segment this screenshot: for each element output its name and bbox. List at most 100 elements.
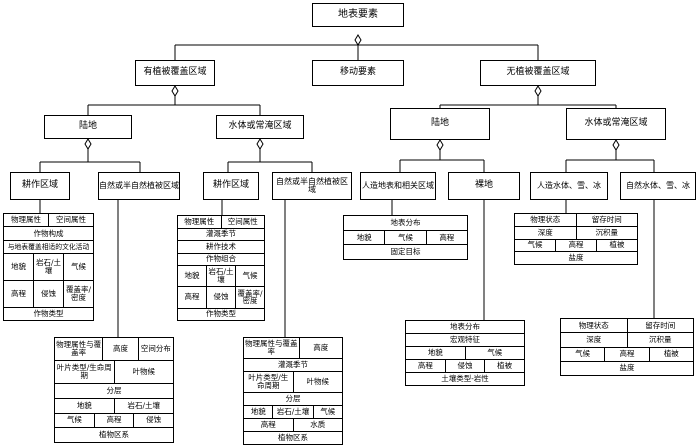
cell: 盐度 [619,363,635,373]
noveg-water-node: 水体或常淹区域 [566,108,666,140]
cell: 作物构成 [33,228,64,238]
cell: 物理属性 [11,215,41,225]
cell: 沉积量 [626,333,694,347]
mobile-elements-node: 移动要素 [312,60,404,86]
cell: 高度 [298,338,342,359]
water-crop-node: 耕作区域 [203,172,259,200]
cell: 物理属性与覆盖率 [56,340,102,357]
cell: 岩石/土壤 [208,267,234,285]
cell: 作物类型 [33,308,64,318]
cell: 岩石/土壤 [35,258,62,276]
veg-water-node: 水体或常淹区域 [216,115,304,139]
cell: 固定目标 [390,247,421,257]
root-node: 地表要素 [312,3,404,27]
cell: 高度 [102,338,137,360]
cell: 深度 [537,227,553,237]
cell: 盐度 [568,253,584,263]
cell: 高程 [555,239,596,252]
cell: 作物类型 [206,309,236,319]
cell: 侵蚀 [207,286,235,307]
cell: 留存时间 [575,214,638,226]
artificial-surface-node: 人造地表和相关区域 [360,172,436,200]
cell: 叶片类型/生命周期 [56,363,112,380]
artificial-water-node: 人造水体、雪、冰 [530,172,608,200]
cell: 宏观特征 [450,335,480,345]
cell: 气候 [312,406,342,419]
cell: 地貌 [356,232,372,242]
cell: 物理状态 [530,214,561,224]
cell: 灌溉季节 [206,229,236,239]
cell: 物理属性与覆盖率 [245,339,298,357]
land-crop-node: 耕作区域 [10,172,70,200]
cell: 高程 [417,361,433,371]
cell: 分层 [285,394,301,404]
artificial-water-attributes-table: 物理状态 留存时间 深度 沉积量 气候 高程植被 盐度 [514,213,638,265]
cell: 耕作技术 [206,241,236,251]
noveg-land-node: 陆地 [390,108,490,140]
cell: 物理属性 [184,216,215,226]
water-natural-node: 自然或半自然植被区域 [272,172,352,200]
cell: 侵蚀 [133,413,173,428]
cell: 与地表覆盖相适的文化活动 [7,242,90,251]
cell: 高程 [604,347,648,361]
cell: 地表分布 [450,322,480,332]
cell: 岩石/土壤 [113,398,174,413]
cell: 高程 [178,286,206,307]
cell: 覆盖率/密度 [64,279,93,307]
cell: 覆盖率/密度 [236,286,264,307]
cell: 气候 [575,349,591,359]
cell: 植被 [484,360,524,372]
bare-land-attributes-table: 地表分布 宏观特征 地貌 气候 高程 侵蚀植被 土壤类型-岩性 [405,320,525,386]
cell: 植被 [596,239,637,252]
cell: 岩石/土壤 [272,406,312,419]
cell: 土壤类型-岩性 [441,374,489,384]
cell: 气候 [527,240,543,250]
cell: 气候 [71,262,86,272]
cell: 空间属性 [220,216,265,228]
land-crop-attributes-table: 物理属性空间属性 作物构成 与地表覆盖相适的文化活动 地貌 高程 岩石/土壤 侵… [3,213,94,321]
cell: 高程 [260,420,276,430]
veg-land-node: 陆地 [44,115,132,139]
artificial-surface-attributes-table: 地表分布 地貌 气候高程 固定目标 [343,215,468,260]
cell: 分层 [106,385,122,395]
natural-water-attributes-table: 物理状态留存时间 深度沉积量 气候高程植被 盐度 [560,318,694,376]
cell: 气候 [384,230,425,245]
cell: 叶片类型/生命周期 [248,373,289,391]
cell: 叶物候 [292,372,343,393]
cell: 地貌 [11,262,26,272]
bare-land-node: 裸地 [448,172,520,200]
cell: 高程 [425,230,467,245]
cell: 植被 [648,347,693,361]
cell: 气候 [464,347,525,359]
cell: 气候 [66,415,82,425]
vegetated-area-node: 有植被覆盖区域 [135,60,215,86]
cell: 空间分布 [137,338,173,360]
cell: 留存时间 [626,319,694,333]
water-natural-attributes-table: 物理属性与覆盖率高度 灌溉季节 叶片类型/生命周期叶物候 分层 地貌岩石/土壤气… [243,337,343,445]
cell: 植物区系 [278,433,308,443]
cell: 侵蚀 [34,279,63,307]
non-vegetated-area-node: 无植被覆盖区域 [480,60,596,86]
cell: 高程 [93,413,134,428]
cell: 侵蚀 [444,360,485,372]
cell: 高程 [4,279,33,307]
cell: 地貌 [76,400,92,410]
cell: 植物区系 [99,430,129,440]
cell: 空间属性 [48,214,93,227]
cell: 叶物候 [113,361,174,383]
cell: 沉积量 [575,226,638,239]
land-natural-node: 自然或半自然植被区域 [98,172,180,200]
cell: 灌溉季节 [278,360,308,370]
natural-water-node: 自然水体、雪、冰 [620,172,696,200]
cell: 作物组合 [206,254,236,264]
cell: 地貌 [427,348,443,358]
cell: 气候 [242,271,258,281]
cell: 地貌 [184,271,200,281]
cell: 深度 [586,334,602,344]
cell: 水质 [292,419,343,432]
water-crop-attributes-table: 物理属性空间属性 灌溉季节 耕作技术 作物组合 地貌 高程 岩石/土壤 侵蚀 气… [177,215,265,321]
cell: 地表分布 [390,217,421,227]
land-natural-attributes-table: 物理属性与覆盖率高度空间分布 叶片类型/生命周期叶物候 分层 地貌 岩石/土壤 气… [54,337,174,443]
